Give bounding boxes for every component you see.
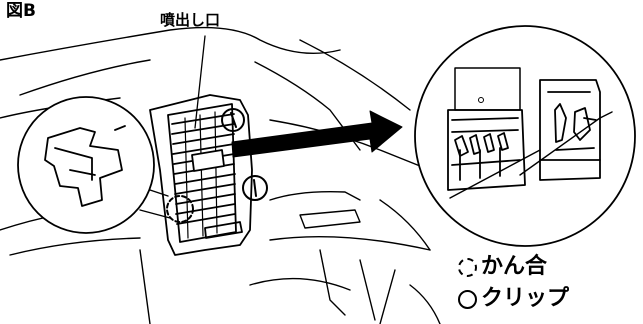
vent-detail-inset [414, 25, 636, 247]
legend-fitting-label: かん合 [481, 254, 548, 279]
figure-label: 図B [6, 1, 36, 21]
removal-direction-arrow [231, 110, 403, 158]
legend-item-clip: クリップ [458, 288, 569, 310]
air-outlet-vent [149, 94, 253, 256]
legend-item-fitting: かん合 [458, 256, 547, 278]
clip-detail-inset [17, 96, 155, 234]
outlet-callout-line [194, 35, 206, 129]
fitting-marker [166, 195, 194, 223]
legend-clip-label: クリップ [481, 286, 570, 311]
solid-circle-icon [458, 289, 477, 309]
clip-markers [221, 108, 268, 201]
dashed-circle-icon [458, 257, 477, 277]
air-outlet-callout: 噴出し口 [160, 11, 221, 29]
